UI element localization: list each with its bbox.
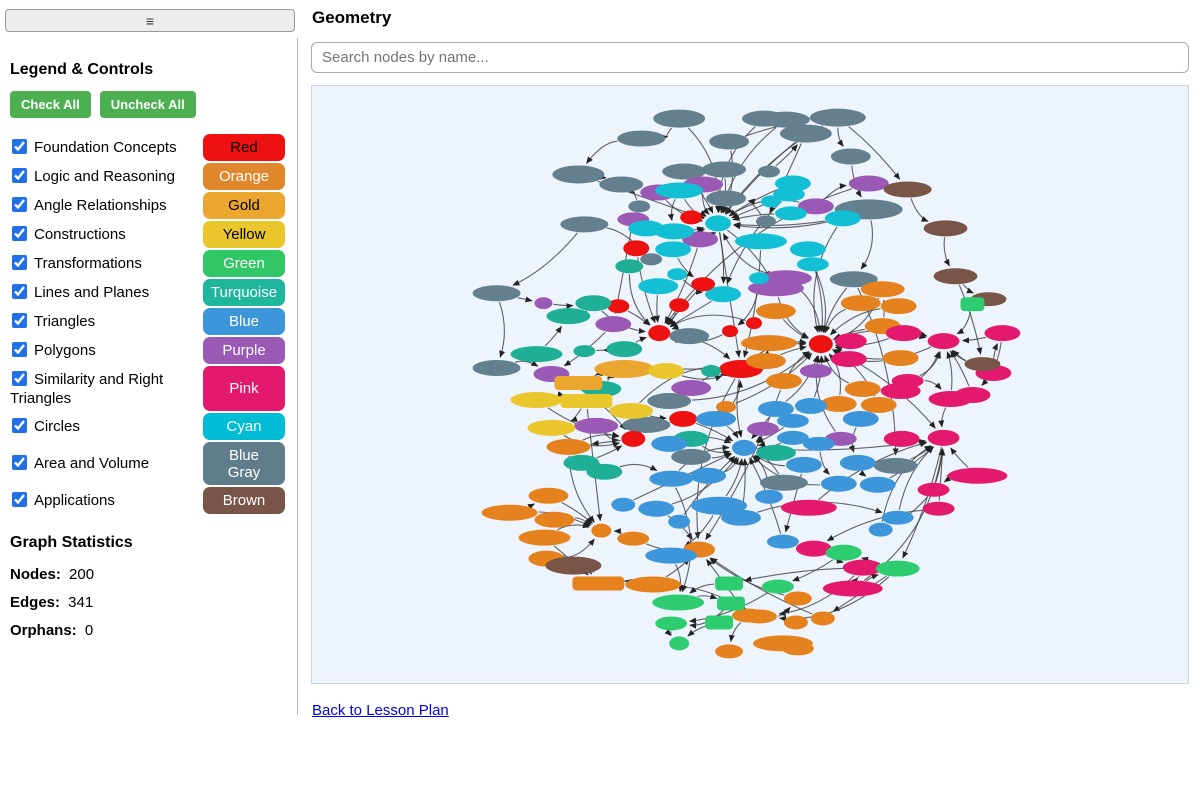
graph-canvas[interactable] xyxy=(312,86,1188,683)
sidebar-divider xyxy=(297,38,298,715)
category-checkbox-label[interactable]: Logic and Reasoning xyxy=(10,167,203,186)
category-checkbox-label[interactable]: Angle Relationships xyxy=(10,196,203,215)
legend-title: Legend & Controls xyxy=(10,61,154,78)
stats-title: Graph Statistics xyxy=(10,534,133,551)
category-checkbox[interactable] xyxy=(12,370,27,386)
color-swatch: Purple xyxy=(203,337,285,364)
hamburger-icon: ≡ xyxy=(145,12,155,29)
stat-line: Edges: 341 xyxy=(10,594,94,611)
color-swatch: Turquoise xyxy=(203,279,285,306)
search-input[interactable] xyxy=(311,42,1189,73)
color-swatch: Blue xyxy=(203,308,285,335)
category-checkbox-label[interactable]: Constructions xyxy=(10,225,203,244)
page-title: Geometry xyxy=(312,8,392,27)
back-link-wrap: Back to Lesson Plan xyxy=(312,702,449,719)
category-checkbox-label[interactable]: Circles xyxy=(10,417,203,436)
category-checkbox-label[interactable]: Transformations xyxy=(10,254,203,273)
color-swatch: Yellow xyxy=(203,221,285,248)
category-checkbox[interactable] xyxy=(12,455,27,470)
color-swatch: Orange xyxy=(203,163,285,190)
category-checkbox-label[interactable]: Polygons xyxy=(10,341,203,360)
category-checkbox[interactable] xyxy=(12,418,27,433)
category-checkbox-label[interactable]: Triangles xyxy=(10,312,203,331)
category-checkbox[interactable] xyxy=(12,342,27,357)
color-swatch: Green xyxy=(203,250,285,277)
category-checkbox[interactable] xyxy=(12,197,27,212)
category-checkbox[interactable] xyxy=(12,255,27,270)
category-checkbox[interactable] xyxy=(12,284,27,299)
category-checkbox[interactable] xyxy=(12,168,27,183)
graph-panel[interactable] xyxy=(311,85,1189,684)
app-window: ≡ Legend & Controls Check All Uncheck Al… xyxy=(0,8,1189,719)
uncheck-all-button[interactable]: Uncheck All xyxy=(99,91,196,118)
sidebar-toggle-button[interactable]: ≡ xyxy=(5,9,295,32)
color-swatch: Pink xyxy=(203,366,285,411)
category-checkbox[interactable] xyxy=(12,492,27,507)
back-to-lesson-plan-link[interactable]: Back to Lesson Plan xyxy=(312,702,449,719)
legend-row: Similarity and Right Triangles Pink xyxy=(10,366,285,411)
category-checkbox[interactable] xyxy=(12,139,27,154)
check-all-button[interactable]: Check All xyxy=(10,91,91,118)
color-swatch: Red xyxy=(203,134,285,161)
legend-button-row: Check All Uncheck All xyxy=(10,91,285,118)
stat-line: Nodes: 200 xyxy=(10,566,95,583)
category-checkbox-label[interactable]: Lines and Planes xyxy=(10,283,203,302)
category-checkbox-label[interactable]: Applications xyxy=(10,491,203,510)
category-checkbox-label[interactable]: Similarity and Right Triangles xyxy=(10,370,164,407)
category-checkbox-label[interactable]: Area and Volume xyxy=(10,454,203,473)
category-checkbox-label[interactable]: Foundation Concepts xyxy=(10,138,203,157)
stat-line: Orphans: 0 xyxy=(10,622,94,639)
sidebar: Legend & Controls Check All Uncheck All … xyxy=(0,38,297,715)
category-checkbox[interactable] xyxy=(12,226,27,241)
color-swatch: Brown xyxy=(203,487,285,514)
category-checkbox[interactable] xyxy=(12,313,27,328)
color-swatch: Cyan xyxy=(203,413,285,440)
color-swatch: Gold xyxy=(203,192,285,219)
color-swatch: Blue Gray xyxy=(203,442,285,485)
